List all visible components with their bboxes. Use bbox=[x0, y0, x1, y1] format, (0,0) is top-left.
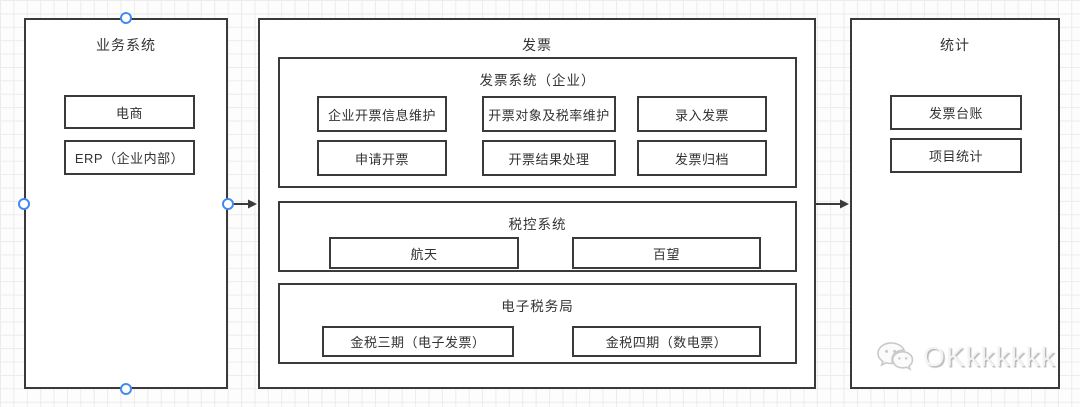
wechat-icon bbox=[876, 340, 916, 374]
node-golden-tax-phase3[interactable]: 金税三期（电子发票） bbox=[322, 326, 514, 357]
node-erp[interactable]: ERP（企业内部） bbox=[64, 140, 195, 175]
section-e-tax-bureau-title: 电子税务局 bbox=[501, 299, 574, 314]
node-invoice-info-maintenance[interactable]: 企业开票信息维护 bbox=[317, 96, 447, 132]
section-tax-control-system-title: 税控系统 bbox=[508, 217, 567, 232]
section-e-tax-bureau[interactable]: 电子税务局 金税三期（电子发票） 金税四期（数电票） bbox=[278, 283, 797, 364]
node-ecommerce[interactable]: 电商 bbox=[64, 95, 195, 129]
node-hangtian[interactable]: 航天 bbox=[329, 237, 519, 269]
node-statistics[interactable]: 统计 发票台账 项目统计 bbox=[850, 18, 1060, 389]
node-baiwang[interactable]: 百望 bbox=[572, 237, 761, 269]
node-invoice-entry[interactable]: 录入发票 bbox=[637, 96, 767, 132]
node-business-system[interactable]: 业务系统 电商 ERP（企业内部） bbox=[24, 18, 228, 389]
connection-point-right[interactable] bbox=[222, 198, 234, 210]
node-invoice[interactable]: 发票 发票系统（企业） 企业开票信息维护 开票对象及税率维护 录入发票 申请开票… bbox=[258, 18, 816, 389]
watermark: OKkkkkkk bbox=[876, 340, 1055, 374]
section-invoice-system[interactable]: 发票系统（企业） 企业开票信息维护 开票对象及税率维护 录入发票 申请开票 开票… bbox=[278, 57, 797, 188]
node-invoice-request[interactable]: 申请开票 bbox=[317, 140, 447, 176]
node-statistics-title: 统计 bbox=[940, 37, 970, 53]
node-invoice-result-processing[interactable]: 开票结果处理 bbox=[482, 140, 616, 176]
connection-point-top[interactable] bbox=[120, 12, 132, 24]
connection-point-left[interactable] bbox=[18, 198, 30, 210]
watermark-text: OKkkkkkk bbox=[923, 341, 1056, 372]
section-tax-control-system[interactable]: 税控系统 航天 百望 bbox=[278, 201, 797, 272]
node-golden-tax-phase4[interactable]: 金税四期（数电票） bbox=[572, 326, 761, 357]
node-invoice-title: 发票 bbox=[522, 37, 552, 53]
node-invoice-ledger[interactable]: 发票台账 bbox=[890, 95, 1022, 130]
node-business-system-title: 业务系统 bbox=[96, 37, 156, 53]
node-invoice-archive[interactable]: 发票归档 bbox=[637, 140, 767, 176]
node-invoice-target-tax-rate[interactable]: 开票对象及税率维护 bbox=[482, 96, 616, 132]
connection-point-bottom[interactable] bbox=[120, 383, 132, 395]
node-project-statistics[interactable]: 项目统计 bbox=[890, 138, 1022, 173]
connector-arrow-invoice-to-statistics[interactable] bbox=[816, 196, 850, 212]
section-invoice-system-title: 发票系统（企业） bbox=[479, 73, 596, 88]
